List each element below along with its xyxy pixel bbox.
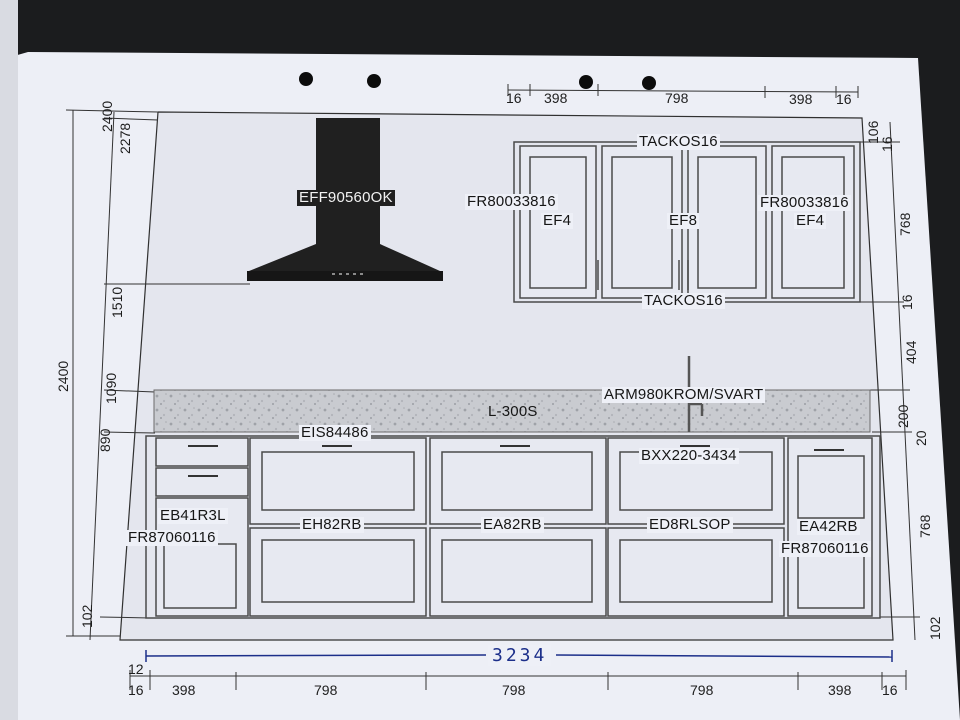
right-height: 768 [897,212,913,236]
left-dimension-lines [65,109,250,641]
dishwasher-panel-label: EIS84486 [299,424,371,441]
right-height: 200 [895,404,911,428]
wall-left-frame-label: EF4 [541,212,574,229]
right-height: 16 [899,294,915,310]
right-height: 16 [879,136,895,152]
wall-left-door-label: FR80033816 [465,193,558,210]
drawer-unit-label: EB41R3L [158,507,228,524]
punch-hole [299,72,313,86]
handwritten-total: 3234 [488,645,552,666]
hood-model-label: EFF90560OK [297,189,395,206]
left-height: 1510 [109,286,125,318]
bottom-dim: 798 [314,682,338,698]
bottom-dim: 16 [128,682,144,698]
top-dim: 798 [665,90,689,106]
punch-hole [367,74,381,88]
left-total-height: 2400 [55,360,71,392]
left-height: 2278 [117,122,133,154]
countertop-label: L-300S [488,403,538,420]
unit-5-label: EA42RB [797,518,860,535]
unit-5-door-label: FR87060116 [779,540,871,557]
left-height: 2400 [99,100,115,132]
bottom-dim: 398 [172,682,196,698]
bottom-dim: 798 [690,682,714,698]
wall-top-plinth-label: TACKOS16 [637,133,720,150]
right-height: 404 [903,340,919,364]
unit-3-label: EA82RB [481,516,544,533]
bottom-dimension-line [129,670,907,690]
range-hood [247,118,443,281]
handwritten-line [145,650,893,662]
bottom-offset: 12 [128,661,144,677]
unit-4-label: ED8RLSOP [647,516,733,533]
bottom-dim: 798 [502,682,526,698]
unit-2-label: EH82RB [300,516,364,533]
top-dim: 16 [836,91,852,107]
wall-right-frame-label: EF4 [794,212,827,229]
drawer-door-label: FR87060116 [126,529,218,546]
punch-hole [642,76,656,90]
wall-middle-frame-label: EF8 [667,212,700,229]
top-dim: 398 [789,91,813,107]
wall-bottom-plinth-label: TACKOS16 [642,292,725,309]
top-dim: 398 [544,90,568,106]
bottom-dim: 398 [828,682,852,698]
top-dimension-line [507,84,859,98]
left-height: 102 [79,604,95,628]
right-height: 768 [917,514,933,538]
top-dim: 16 [506,90,522,106]
bottom-dim: 16 [882,682,898,698]
left-height: 1090 [103,372,119,404]
wall-right-door-label: FR80033816 [758,194,851,211]
faucet-label: ARM980KROM/SVART [602,386,766,403]
right-height: 20 [913,430,929,446]
right-height: 102 [927,616,943,640]
sink-base-label: BXX220-3434 [639,447,739,464]
punch-hole [579,75,593,89]
left-height: 890 [97,428,113,452]
